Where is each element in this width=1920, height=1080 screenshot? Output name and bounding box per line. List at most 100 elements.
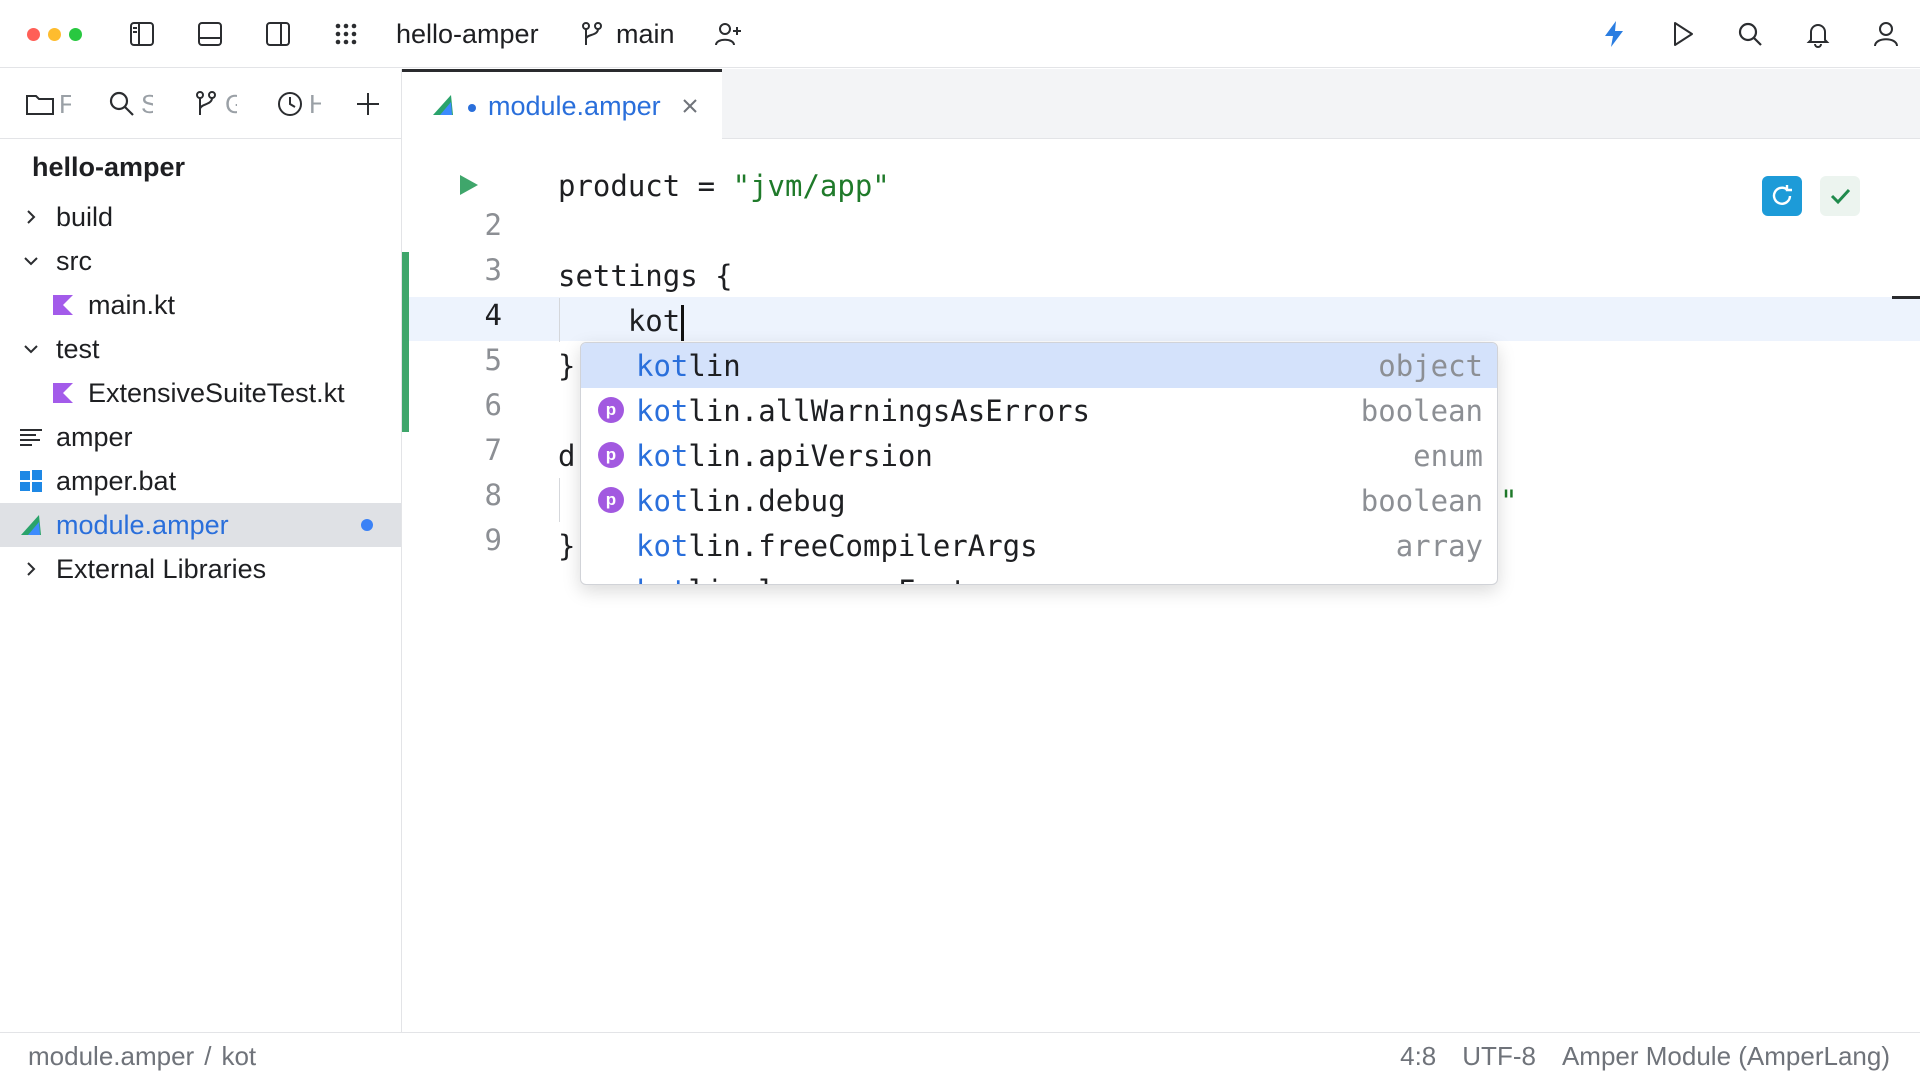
code-line-4: kot <box>558 299 685 343</box>
completion-match: kot <box>636 483 689 518</box>
right-sidebar-toggle-icon[interactable] <box>258 14 298 54</box>
tab-files[interactable]: F <box>24 86 71 122</box>
tab-search[interactable]: S <box>106 86 153 122</box>
breadcrumb-file[interactable]: module.amper <box>28 1041 195 1071</box>
bottom-panel-toggle-icon[interactable] <box>190 14 230 54</box>
run-icon[interactable] <box>1662 14 1702 54</box>
chevron-down-icon[interactable] <box>20 250 42 272</box>
tree-item-label: src <box>56 245 92 276</box>
completion-item[interactable]: p kotlin.allWarningsAsErrors boolean <box>581 388 1497 433</box>
line-number: 8 <box>484 478 502 512</box>
completion-type: array <box>1396 574 1483 585</box>
breadcrumb: module.amper/kot <box>28 1041 256 1072</box>
current-line-highlight <box>408 297 1920 341</box>
add-tab-button[interactable] <box>352 86 384 122</box>
tree-item-label: test <box>56 333 100 364</box>
tree-item-label: main.kt <box>88 289 176 320</box>
left-sidebar-toggle-icon[interactable] <box>122 14 162 54</box>
file-language[interactable]: Amper Module (AmperLang) <box>1561 1041 1890 1071</box>
run-gutter-icon[interactable] <box>458 173 480 197</box>
code-line-3: settings { <box>558 259 733 293</box>
completion-type: boolean <box>1360 393 1483 428</box>
completion-match: kot <box>636 574 688 585</box>
tree-item-src[interactable]: src <box>0 239 401 283</box>
profile-icon[interactable] <box>1866 14 1906 54</box>
indent-guide <box>559 478 560 522</box>
tree-item-amper[interactable]: amper <box>0 415 401 459</box>
tree-item-label: amper.bat <box>56 465 177 496</box>
close-icon[interactable] <box>678 94 702 118</box>
tab-files-label: F <box>59 88 71 119</box>
completion-rest: lin <box>688 348 741 383</box>
tab-git[interactable]: G <box>190 86 237 122</box>
code-line-7: d <box>558 439 576 473</box>
code-line-8-tail: " <box>1500 479 1517 523</box>
tree-item-extensive-suite-test[interactable]: ExtensiveSuiteTest.kt <box>0 371 401 415</box>
caret-position[interactable]: 4:8 <box>1400 1041 1437 1071</box>
completion-item[interactable]: kotlin.freeCompilerArgs array <box>581 523 1497 568</box>
tree-item-amper-bat[interactable]: amper.bat <box>0 459 401 503</box>
project-root-title[interactable]: hello-amper <box>32 152 186 182</box>
git-branch-icon[interactable] <box>572 14 612 54</box>
code-editor[interactable]: 2 3 4 5 6 7 8 9 product = "jvm/app" sett… <box>402 140 1920 1032</box>
kotlin-file-icon <box>53 295 73 315</box>
scrollbar-marker[interactable] <box>1892 296 1920 299</box>
line-number: 6 <box>484 388 502 422</box>
string-literal: " <box>1500 484 1518 518</box>
completion-type: array <box>1395 528 1483 563</box>
text-cursor <box>681 305 685 341</box>
line-number: 4 <box>484 298 502 332</box>
string-literal: "jvm/app" <box>732 169 890 203</box>
lightning-icon[interactable] <box>1594 14 1634 54</box>
code-completion-popup[interactable]: kotlin object p kotlin.allWarningsAsErro… <box>580 342 1498 585</box>
tree-item-label: build <box>56 201 114 232</box>
plus-icon <box>357 93 379 115</box>
check-icon <box>1830 188 1851 205</box>
completion-rest: lin.apiVersion <box>688 438 933 473</box>
tree-item-module-amper[interactable]: module.amper <box>0 503 401 547</box>
vcs-change-marker[interactable] <box>402 252 409 432</box>
completion-match: kot <box>636 348 689 383</box>
apps-grid-icon[interactable] <box>326 14 366 54</box>
status-bar: module.amper/kot 4:8 UTF-8 Amper Module … <box>0 1032 1920 1080</box>
completion-type: boolean <box>1360 483 1483 518</box>
add-user-icon[interactable] <box>708 14 748 54</box>
tree-item-label: External Libraries <box>56 553 267 584</box>
zoom-window-button[interactable] <box>69 28 82 41</box>
tree-item-build[interactable]: build <box>0 195 401 239</box>
completion-item[interactable]: p kotlin.debug boolean <box>581 478 1497 523</box>
notifications-bell-icon[interactable] <box>1798 14 1838 54</box>
folder-icon <box>26 95 54 115</box>
clock-icon <box>278 92 302 116</box>
chevron-right-icon[interactable] <box>20 558 42 580</box>
property-icon: p <box>598 442 624 468</box>
modified-indicator <box>361 519 373 531</box>
file-encoding[interactable]: UTF-8 <box>1462 1041 1536 1071</box>
sync-project-button[interactable] <box>1762 176 1802 216</box>
tab-history[interactable]: H <box>274 86 321 122</box>
completion-item[interactable]: kotlin object <box>581 343 1497 388</box>
status-widgets: 4:8 UTF-8 Amper Module (AmperLang) <box>1400 1041 1890 1072</box>
tree-item-external-libraries[interactable]: External Libraries <box>0 547 401 591</box>
title-bar: hello-amper main <box>0 0 1920 68</box>
close-window-button[interactable] <box>27 28 40 41</box>
project-name[interactable]: hello-amper <box>396 19 539 49</box>
completion-item[interactable]: p kotlin.apiVersion enum <box>581 433 1497 478</box>
tree-item-main-kt[interactable]: main.kt <box>0 283 401 327</box>
tab-module-amper[interactable]: module.amper <box>402 69 722 139</box>
completion-match: kot <box>636 438 689 473</box>
branch-name[interactable]: main <box>616 19 675 49</box>
tree-item-test[interactable]: test <box>0 327 401 371</box>
breadcrumb-path[interactable]: kot <box>221 1041 257 1071</box>
chevron-down-icon[interactable] <box>20 338 42 360</box>
completion-item[interactable]: kotlin.languageFeatures array <box>581 568 1497 585</box>
code-line-5: } <box>558 349 576 383</box>
inspections-ok-button[interactable] <box>1820 176 1860 216</box>
chevron-right-icon[interactable] <box>20 206 42 228</box>
modified-indicator <box>468 104 476 112</box>
editor-tab-bar: module.amper <box>402 69 1920 139</box>
minimize-window-button[interactable] <box>48 28 61 41</box>
search-icon[interactable] <box>1730 14 1770 54</box>
tool-window-tabs: F S G H <box>0 69 401 139</box>
property-icon: p <box>598 487 624 513</box>
